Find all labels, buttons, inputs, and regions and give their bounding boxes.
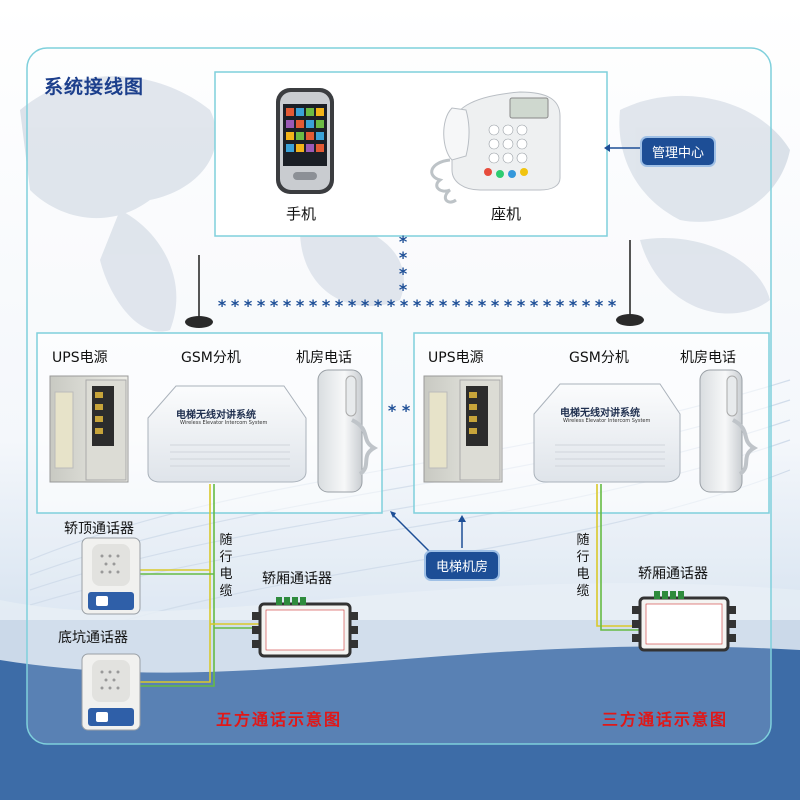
link-star: *: [465, 296, 474, 315]
machine-phone-right-label: 机房电话: [680, 347, 736, 367]
link-star: *: [361, 296, 370, 315]
link-star: *: [257, 296, 266, 315]
link-star: *: [569, 296, 578, 315]
link-star: *: [218, 296, 227, 315]
link-star: *: [348, 296, 357, 315]
link-star: *: [452, 296, 461, 315]
link-star: *: [543, 296, 552, 315]
car-top-intercom-label: 轿顶通话器: [64, 518, 134, 538]
link-star: *: [517, 296, 526, 315]
link-star: *: [439, 296, 448, 315]
link-star: *: [270, 296, 279, 315]
link-star: *: [400, 296, 409, 315]
car-intercom-right-icon: [632, 591, 736, 650]
machine-phone-left-label: 机房电话: [296, 347, 352, 367]
gsm-right-label: GSM分机: [569, 347, 629, 367]
link-star: *: [244, 296, 253, 315]
landline-label: 座机: [491, 203, 521, 224]
gsm-unit-left-icon: [148, 386, 306, 482]
link-star: *: [322, 296, 331, 315]
link-star: *: [595, 296, 604, 315]
link-star: *: [426, 296, 435, 315]
link-star: *: [530, 296, 539, 315]
gsm-left-brand: 电梯无线对讲系统: [176, 406, 256, 421]
car-intercom-left-label: 轿厢通话器: [262, 568, 332, 588]
mobile-phone-icon: [276, 88, 334, 194]
three-way-caption: 三方通话示意图: [602, 706, 728, 730]
link-star: *: [556, 296, 565, 315]
five-way-caption: 五方通话示意图: [216, 706, 342, 730]
pit-intercom-icon: [82, 654, 140, 730]
machine-room-tag: 电梯机房: [424, 550, 500, 581]
link-star: *: [413, 296, 422, 315]
ups-right-icon: [424, 376, 502, 482]
cable-left-label: 随行电缆: [218, 532, 234, 600]
gsm-unit-right-icon: [534, 384, 680, 482]
svg-text:*: *: [402, 401, 411, 420]
link-star: *: [335, 296, 344, 315]
svg-text:*: *: [388, 401, 397, 420]
gsm-left-sub: Wireless Elevator Intercom System: [180, 420, 267, 426]
car-intercom-left-icon: [252, 597, 358, 656]
car-intercom-right-label: 轿厢通话器: [638, 563, 708, 583]
car-top-intercom-icon: [82, 538, 140, 614]
management-center-tag: 管理中心: [640, 136, 716, 167]
cable-right-label: 随行电缆: [575, 532, 591, 600]
link-star: *: [491, 296, 500, 315]
link-star: *: [296, 296, 305, 315]
page-title: 系统接线图: [44, 72, 144, 99]
link-star: *: [478, 296, 487, 315]
link-star: *: [283, 296, 292, 315]
link-star: *: [309, 296, 318, 315]
link-star: *: [504, 296, 513, 315]
mobile-label: 手机: [286, 203, 316, 224]
gsm-right-brand: 电梯无线对讲系统: [560, 404, 640, 419]
gsm-right-sub: Wireless Elevator Intercom System: [563, 418, 650, 424]
gsm-left-label: GSM分机: [181, 347, 241, 367]
pit-intercom-label: 底坑通话器: [58, 627, 128, 647]
link-star: *: [374, 296, 383, 315]
ups-right-label: UPS电源: [428, 347, 484, 367]
link-star: *: [387, 296, 396, 315]
ups-left-label: UPS电源: [52, 347, 108, 367]
ups-left-icon: [50, 376, 128, 482]
link-star: *: [608, 296, 617, 315]
link-star: *: [582, 296, 591, 315]
link-star: *: [231, 296, 240, 315]
